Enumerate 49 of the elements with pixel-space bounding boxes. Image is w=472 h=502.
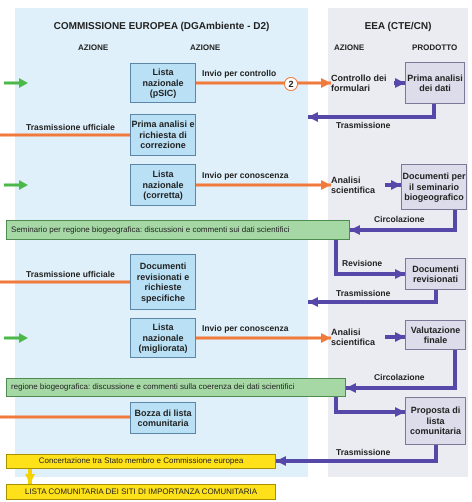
edge-label: Invio per conoscenza xyxy=(200,323,290,333)
action-text: Controllo dei formulari xyxy=(331,70,394,96)
edge-label: Trasmissione xyxy=(334,120,392,130)
edge-label: Trasmissione xyxy=(334,447,392,457)
edge-label: Revisione xyxy=(340,258,384,268)
column-header: PRODOTTO xyxy=(412,43,458,52)
arrow xyxy=(25,469,35,484)
action-text: Analisi scientifica xyxy=(331,324,385,350)
result-banner: LISTA COMUNITARIA DEI SITI DI IMPORTANZA COMUNITARIA xyxy=(6,484,276,500)
process-box: Bozza di lista comunitaria xyxy=(130,402,196,434)
action-text: Analisi scientifica xyxy=(331,172,385,198)
arrow xyxy=(308,290,438,307)
arrow xyxy=(276,445,438,466)
product-box: Valutazione finale xyxy=(405,320,466,350)
edge-label: Trasmissione ufficiale xyxy=(24,122,117,132)
edge-label: Circolazione xyxy=(372,372,427,382)
arrow xyxy=(350,210,457,235)
arrow xyxy=(308,104,436,122)
product-box: Documenti per il seminario biogeografico xyxy=(401,164,467,210)
product-box: Prima analisi dei dati xyxy=(405,62,465,104)
arrow xyxy=(334,397,405,417)
edge-label: Invio per conoscenza xyxy=(200,170,290,180)
product-box: Proposta di lista comunitaria xyxy=(405,397,466,445)
arrow xyxy=(385,180,401,190)
column-header: AZIONE xyxy=(190,43,220,52)
process-box: Documenti revisionati e richieste specifiche xyxy=(130,254,196,310)
seminar-banner: Seminario per regione biogeografica: discussioni e commenti sui dati scientifici xyxy=(6,220,350,240)
arrow xyxy=(385,332,405,342)
arrow xyxy=(196,78,331,88)
panel-title: EEA (CTE/CN) xyxy=(364,22,432,32)
panel xyxy=(328,8,468,477)
column-header: AZIONE xyxy=(78,43,108,52)
process-box: Lista nazionale (pSIC) xyxy=(130,63,196,103)
product-box: Documenti revisionati xyxy=(405,258,466,290)
process-box: Lista nazionale (migliorata) xyxy=(130,318,196,358)
arrow xyxy=(346,350,457,393)
arrow xyxy=(394,78,405,88)
column-header: AZIONE xyxy=(334,43,364,52)
process-box: Lista nazionale (corretta) xyxy=(130,164,196,206)
arrow xyxy=(334,240,405,279)
arrow xyxy=(196,333,331,343)
seminar-banner: regione biogeografica: discussione e commenti sulla coerenza dei dati scientifici xyxy=(6,378,346,397)
edge-label: Trasmissione xyxy=(334,288,392,298)
edge-label: Circolazione xyxy=(372,214,427,224)
process-box: Prima analisi e richiesta di correzione xyxy=(130,114,196,156)
arrow xyxy=(196,180,331,190)
edge-label: Invio per controllo xyxy=(200,68,278,78)
edge-label: Trasmissione ufficiale xyxy=(24,269,117,279)
panel-title: COMMISSIONE EUROPEA (DGAmbiente - D2) xyxy=(54,22,270,32)
